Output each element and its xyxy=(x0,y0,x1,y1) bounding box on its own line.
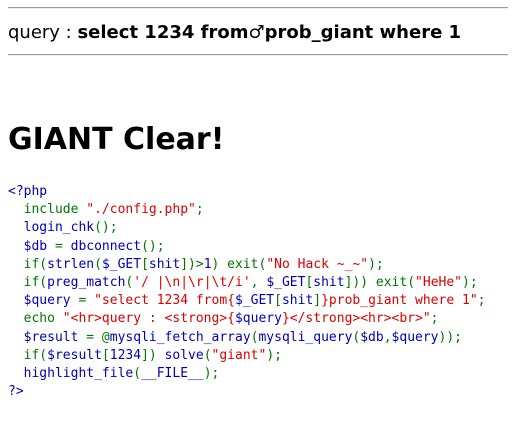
code-token-default: $db xyxy=(8,238,55,254)
code-token-default: shit xyxy=(148,256,181,272)
code-token-default: login_chk xyxy=(8,220,95,236)
code-token-default: $result xyxy=(47,347,102,363)
code-token-default: __FILE__ xyxy=(141,365,204,381)
code-token-keyword: (); xyxy=(141,238,165,254)
code-token-keyword: if( xyxy=(23,256,48,272)
code-token-keyword: ); xyxy=(266,347,282,363)
code-token-keyword: ( xyxy=(250,329,259,345)
code-token-default: <?php xyxy=(8,184,48,199)
code-token-keyword: ( xyxy=(94,256,102,272)
code-token-default: 1234 xyxy=(109,347,142,363)
code-token-keyword: ])> xyxy=(180,256,204,272)
code-token-string: "./config.php" xyxy=(86,202,196,218)
code-token-keyword: if( xyxy=(23,274,48,290)
code-token-default: solve xyxy=(164,347,204,363)
code-token-string: "giant" xyxy=(211,347,267,363)
code-token-string: }</strong><hr><br>" xyxy=(281,311,431,327)
code-line: echo "<hr>query : <strong>{$query}</stro… xyxy=(8,310,485,328)
code-token-default xyxy=(8,311,24,326)
code-token-string: }prob_giant where 1" xyxy=(321,293,478,309)
code-token-keyword: ]) xyxy=(141,347,165,363)
code-token-default: 1 xyxy=(203,256,212,272)
code-token-default xyxy=(8,257,24,272)
code-token-string: "select 1234 from{ xyxy=(94,293,235,309)
code-token-default: preg_match xyxy=(47,274,126,290)
code-token-keyword: )); xyxy=(438,329,462,345)
code-token-keyword: , xyxy=(250,274,267,290)
code-token-default: $query xyxy=(8,293,79,309)
code-token-keyword: ( xyxy=(133,365,142,381)
code-token-default: mysqli_fetch_array xyxy=(109,329,251,345)
code-token-keyword: echo xyxy=(23,311,63,327)
code-token-string: "<hr>query : <strong>{ xyxy=(62,311,235,327)
code-token-keyword: ; xyxy=(477,293,486,309)
code-token-default: $_GET xyxy=(266,274,306,290)
code-token-keyword: ) exit( xyxy=(211,256,267,272)
query-display: query : select 1234 from♂prob_giant wher… xyxy=(8,22,461,44)
code-token-keyword: ); xyxy=(368,256,384,272)
code-line: $result = @mysqli_fetch_array(mysqli_que… xyxy=(8,329,485,347)
code-token-keyword: include xyxy=(23,202,87,218)
bottom-divider xyxy=(8,54,508,56)
code-line: ?> xyxy=(8,383,485,401)
code-token-keyword: = xyxy=(78,293,95,309)
code-token-default xyxy=(8,202,24,217)
code-token-keyword: if( xyxy=(23,347,48,363)
code-line: <?php xyxy=(8,183,485,201)
code-line: include "./config.php"; xyxy=(8,201,485,219)
code-token-default xyxy=(8,275,24,290)
code-token-keyword: [ xyxy=(305,274,314,290)
code-line: login_chk(); xyxy=(8,219,485,237)
code-line: if($result[1234]) solve("giant"); xyxy=(8,347,485,365)
code-token-default: strlen xyxy=(47,256,95,272)
code-token-keyword: ; xyxy=(430,311,439,327)
code-token-default xyxy=(8,348,24,363)
code-token-string: "No Hack ~_~" xyxy=(266,256,369,272)
code-token-default: shit xyxy=(313,274,345,290)
php-source-code: <?php include "./config.php"; login_chk(… xyxy=(8,183,485,401)
code-token-keyword: ( xyxy=(203,347,212,363)
code-token-default: dbconnect xyxy=(70,238,142,254)
code-token-keyword: [ xyxy=(274,293,282,309)
code-token-default: $result xyxy=(8,329,87,345)
clear-heading: GIANT Clear! xyxy=(8,122,225,157)
code-token-keyword: [ xyxy=(101,347,110,363)
code-token-default: highlight_file xyxy=(8,365,134,381)
code-line: if(preg_match('/ |\n|\r|\t/i', $_GET[shi… xyxy=(8,274,485,292)
code-token-keyword: (); xyxy=(94,220,118,236)
code-token-keyword: ); xyxy=(462,274,478,290)
code-line: $query = "select 1234 from{$_GET[shit]}p… xyxy=(8,292,486,310)
code-token-default: $query xyxy=(234,311,282,327)
code-token-keyword: ( xyxy=(352,329,361,345)
code-token-default: $query xyxy=(391,329,439,345)
code-token-default: $db xyxy=(360,329,384,345)
code-line: $db = dbconnect(); xyxy=(8,238,485,256)
code-token-keyword: [ xyxy=(141,256,149,272)
code-token-keyword: ] xyxy=(313,293,322,309)
code-token-keyword: ( xyxy=(125,274,134,290)
code-token-keyword: ); xyxy=(203,365,220,381)
code-token-default: $_GET xyxy=(101,256,142,272)
code-token-default: $_GET xyxy=(235,293,275,309)
code-line: highlight_file(__FILE__); xyxy=(8,365,485,383)
code-token-keyword: ])) exit( xyxy=(344,274,416,290)
code-token-default: mysqli_query xyxy=(258,329,353,345)
code-token-string: '/ |\n|\r|\t/i' xyxy=(133,274,251,290)
code-token-default: shit xyxy=(281,293,314,309)
code-token-default: ?> xyxy=(8,384,24,400)
code-token-keyword: = xyxy=(54,238,71,254)
query-text: select 1234 from♂prob_giant where 1 xyxy=(77,22,462,43)
code-line: if(strlen($_GET[shit])>1) exit("No Hack … xyxy=(8,256,485,274)
query-prefix: query : xyxy=(8,22,78,43)
code-token-keyword: ; xyxy=(195,202,204,218)
code-token-string: "HeHe" xyxy=(415,274,463,290)
code-token-keyword: = @ xyxy=(86,329,110,345)
top-divider xyxy=(8,7,508,9)
code-token-keyword: , xyxy=(383,329,392,345)
